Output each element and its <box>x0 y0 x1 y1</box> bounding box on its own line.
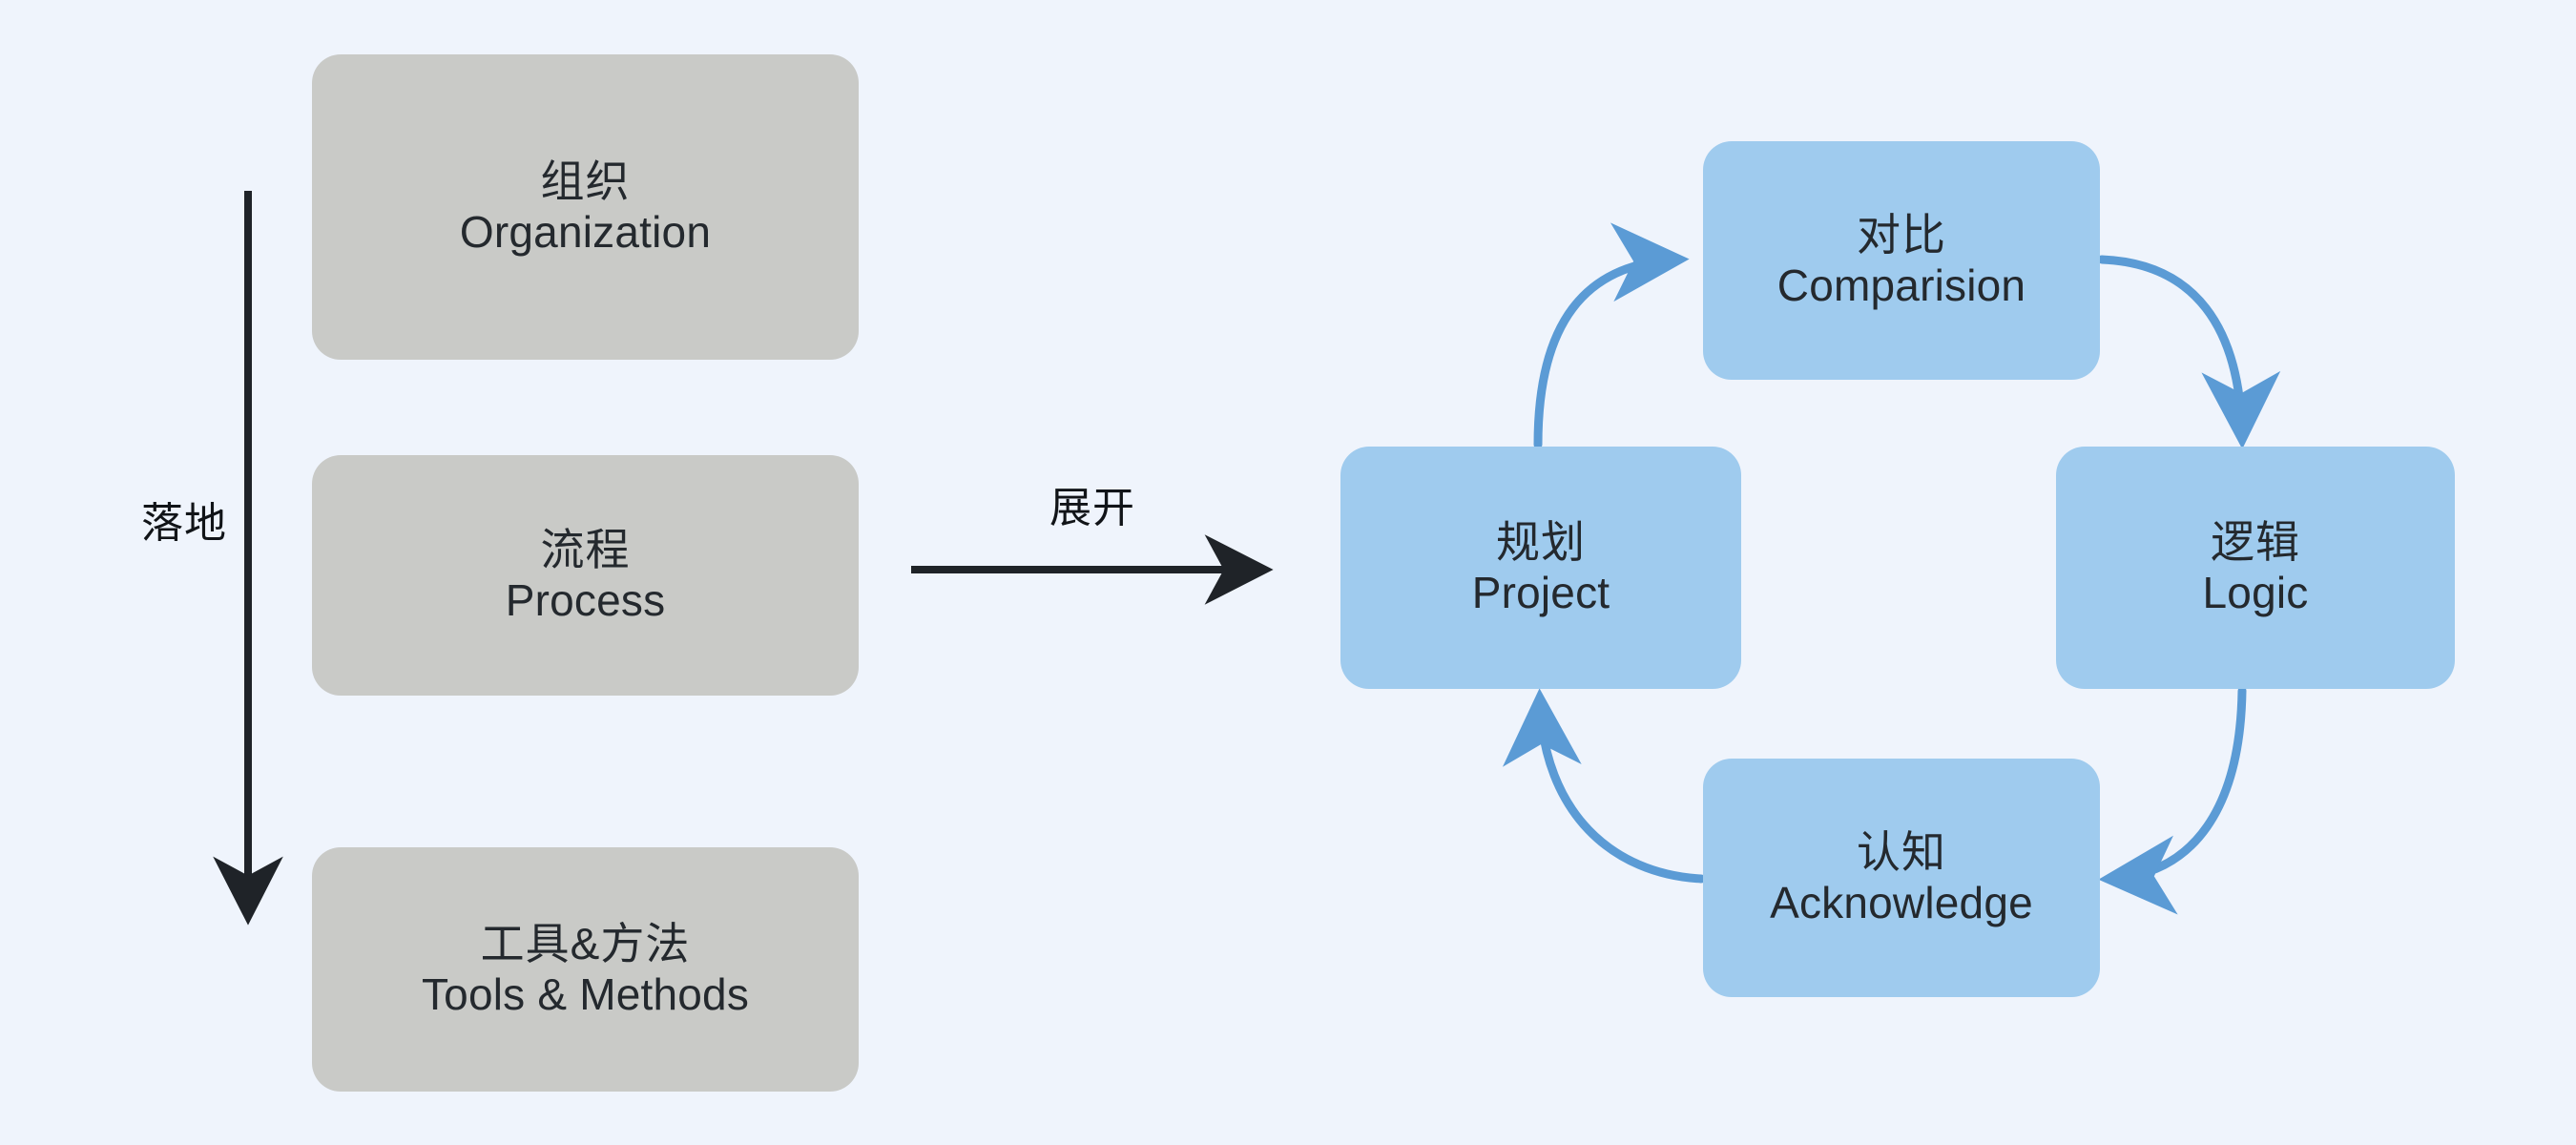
expand-bridge-label: 展开 <box>1049 485 1135 531</box>
node-acknowledge-en: Acknowledge <box>1770 878 2033 927</box>
node-tools-and-methods-cn: 工具&方法 <box>480 918 691 968</box>
edge-comparision-to-logic <box>2097 255 2281 449</box>
edge-acknowledge-to-project <box>1502 688 1706 884</box>
node-logic-cn: 逻辑 <box>2211 516 2300 567</box>
node-acknowledge[interactable]: 认知 Acknowledge <box>1703 759 2100 997</box>
node-tools-and-methods[interactable]: 工具&方法 Tools & Methods <box>312 847 859 1092</box>
node-process-cn: 流程 <box>540 524 631 574</box>
node-comparision[interactable]: 对比 Comparision <box>1703 141 2100 380</box>
edge-project-to-comparision <box>1533 222 1690 449</box>
node-tools-and-methods-en: Tools & Methods <box>421 969 750 1019</box>
node-logic[interactable]: 逻辑 Logic <box>2056 447 2455 689</box>
node-project-en: Project <box>1471 568 1610 617</box>
node-process[interactable]: 流程 Process <box>312 455 859 696</box>
node-process-en: Process <box>505 575 666 625</box>
node-logic-en: Logic <box>2202 568 2309 617</box>
landing-axis-label: 落地 <box>141 500 227 547</box>
node-acknowledge-cn: 认知 <box>1857 826 1946 877</box>
node-project-cn: 规划 <box>1496 516 1586 567</box>
node-organization[interactable]: 组织 Organization <box>312 54 859 360</box>
node-project[interactable]: 规划 Project <box>1340 447 1741 689</box>
edge-logic-to-acknowledge <box>2098 686 2247 915</box>
node-comparision-en: Comparision <box>1776 260 2026 310</box>
node-comparision-cn: 对比 <box>1857 209 1946 260</box>
node-organization-cn: 组织 <box>540 156 631 206</box>
node-organization-en: Organization <box>459 207 712 257</box>
